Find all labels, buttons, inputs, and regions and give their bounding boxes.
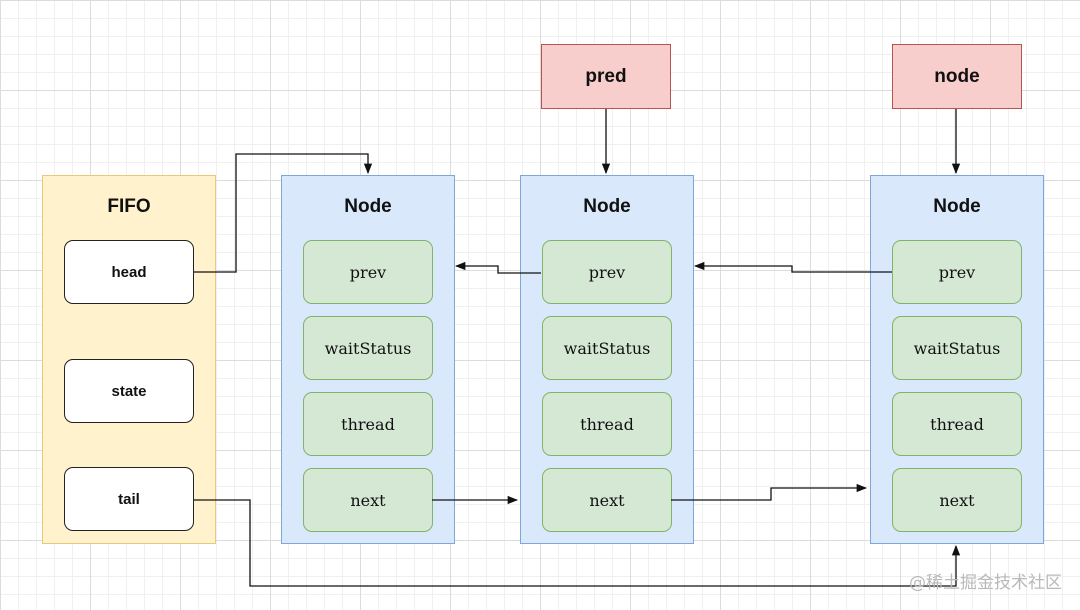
node-3: Node prev waitStatus thread next — [870, 175, 1044, 544]
node-3-field-waitstatus: waitStatus — [892, 316, 1022, 380]
node-1-title: Node — [344, 196, 392, 217]
node-3-field-next: next — [892, 468, 1022, 532]
node-3-field-prev: prev — [892, 240, 1022, 304]
fifo-field-state: state — [64, 359, 194, 423]
node-3-field-thread: thread — [892, 392, 1022, 456]
node-2-field-waitstatus: waitStatus — [542, 316, 672, 380]
fifo-title: FIFO — [107, 196, 151, 217]
fifo-field-tail: tail — [64, 467, 194, 531]
arrow-node2-next-to-node3 — [671, 483, 868, 501]
arrow-node3-prev-to-node2 — [693, 261, 892, 273]
fifo-field-head: head — [64, 240, 194, 304]
node-2-field-thread: thread — [542, 392, 672, 456]
node-1-field-next: next — [303, 468, 433, 532]
node-1-field-thread: thread — [303, 392, 433, 456]
node-1-field-waitstatus: waitStatus — [303, 316, 433, 380]
node-1: Node prev waitStatus thread next — [281, 175, 455, 544]
node-2: Node prev waitStatus thread next — [520, 175, 694, 544]
watermark: @稀土掘金技术社区 — [909, 573, 1062, 593]
node-pointer: node — [892, 44, 1022, 109]
node-2-field-next: next — [542, 468, 672, 532]
fifo-container: FIFO head state tail — [42, 175, 216, 544]
pred-pointer: pred — [541, 44, 671, 109]
node-1-field-prev: prev — [303, 240, 433, 304]
node-2-title: Node — [583, 196, 631, 217]
node-3-title: Node — [933, 196, 981, 217]
node-2-field-prev: prev — [542, 240, 672, 304]
